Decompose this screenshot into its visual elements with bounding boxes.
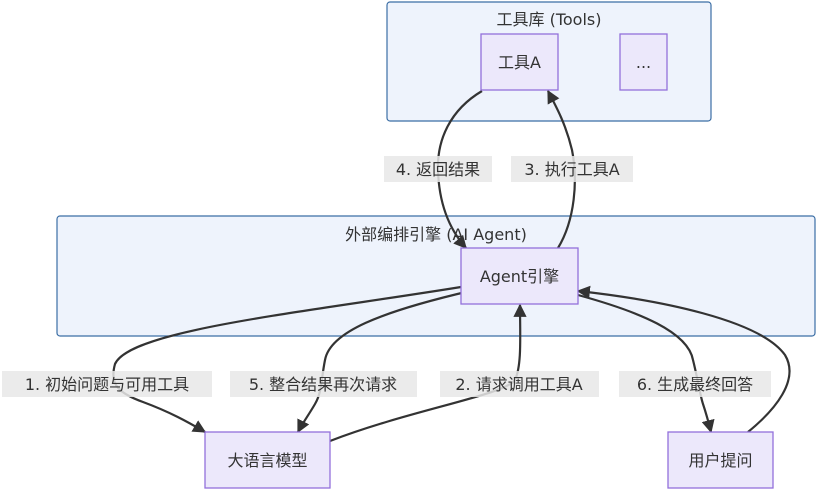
cluster-tools-title: 工具库 (Tools) xyxy=(497,10,602,29)
edge-label-generate-answer: 6. 生成最终回答 xyxy=(637,375,753,394)
node-llm[interactable]: 大语言模型 xyxy=(204,431,331,489)
node-more-tools[interactable]: ... xyxy=(619,33,668,91)
edge-initial-question xyxy=(112,285,462,433)
edge-label-request-tool: 2. 请求调用工具A xyxy=(455,375,582,394)
edge-generate-answer xyxy=(577,293,715,434)
node-tool-a-label: 工具A xyxy=(498,53,541,72)
node-agent-engine[interactable]: Agent引擎 xyxy=(460,247,579,305)
node-user-question[interactable]: 用户提问 xyxy=(667,431,774,489)
edge-execute-tool xyxy=(547,89,576,249)
cluster-engine: 外部编排引擎 (AI Agent) xyxy=(56,215,816,337)
edge-label-integrate-results: 5. 整合结果再次请求 xyxy=(249,375,397,394)
node-more-tools-label: ... xyxy=(636,53,651,72)
cluster-engine-title: 外部编排引擎 (AI Agent) xyxy=(345,225,527,244)
edge-label-execute-tool: 3. 执行工具A xyxy=(524,160,619,179)
node-llm-label: 大语言模型 xyxy=(227,451,307,470)
node-agent-engine-label: Agent引擎 xyxy=(480,267,559,286)
node-user-question-label: 用户提问 xyxy=(688,451,752,470)
node-tool-a[interactable]: 工具A xyxy=(480,33,559,91)
edge-label-initial-question: 1. 初始问题与可用工具 xyxy=(25,375,189,394)
edge-labels: 1. 初始问题与可用工具 5. 整合结果再次请求 2. 请求调用工具A 6. 生… xyxy=(2,156,771,397)
edge-user-question xyxy=(576,285,791,433)
edge-label-return-result: 4. 返回结果 xyxy=(396,160,480,179)
edge-integrate-results xyxy=(297,289,471,434)
